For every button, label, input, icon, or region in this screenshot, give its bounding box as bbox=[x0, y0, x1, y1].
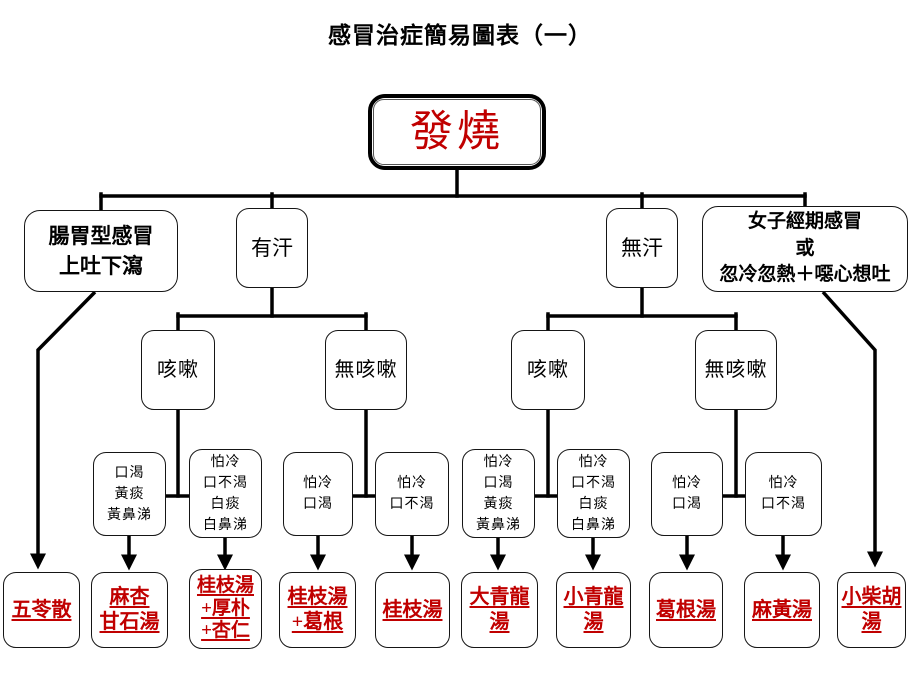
treatment-gui-zhi-tang-ge-gen: 桂枝湯 +葛根 bbox=[279, 572, 356, 648]
connector-lines bbox=[99, 168, 807, 498]
symptom-box-3: 怕冷 口渴 bbox=[283, 452, 353, 536]
symptom-box-2: 怕冷 口不渴 白痰 白鼻涕 bbox=[189, 449, 262, 538]
treatment-ge-gen-tang: 葛根湯 bbox=[649, 572, 723, 648]
node-gi-cold: 腸胃型感冒 上吐下瀉 bbox=[24, 210, 178, 292]
node-fever: 發燒 bbox=[368, 94, 546, 170]
symptom-box-8: 怕冷 口不渴 bbox=[745, 452, 822, 536]
connector-arrows bbox=[29, 290, 884, 571]
treatment-xiao-chai-hu-tang: 小柴胡 湯 bbox=[837, 572, 906, 648]
page-title: 感冒治症簡易圖表（一） bbox=[328, 23, 592, 48]
treatment-ma-xing-gan-shi-tang: 麻杏 甘石湯 bbox=[91, 572, 168, 648]
node-cough-sweat: 咳嗽 bbox=[141, 330, 215, 410]
treatment-da-qing-long-tang: 大青龍 湯 bbox=[461, 572, 538, 648]
symptom-box-1: 口渴 黃痰 黃鼻涕 bbox=[93, 452, 166, 536]
node-no-sweat: 無汗 bbox=[606, 208, 678, 288]
node-no-cough-nosweat: 無咳嗽 bbox=[695, 330, 777, 410]
treatment-xiao-qing-long-tang: 小青龍 湯 bbox=[556, 572, 631, 648]
treatment-wu-ling-san: 五苓散 bbox=[3, 572, 80, 648]
treatment-gui-zhi-tang-hou-po-xing-ren: 桂枝湯 +厚朴 +杏仁 bbox=[189, 569, 262, 649]
node-cough-nosweat: 咳嗽 bbox=[511, 330, 585, 410]
symptom-box-7: 怕冷 口渴 bbox=[651, 452, 723, 536]
symptom-box-6: 怕冷 口不渴 白痰 白鼻涕 bbox=[557, 449, 630, 538]
symptom-box-4: 怕冷 口不渴 bbox=[375, 452, 449, 536]
treatment-gui-zhi-tang: 桂枝湯 bbox=[375, 572, 450, 648]
node-no-cough-sweat: 無咳嗽 bbox=[325, 330, 407, 410]
node-menstrual-cold: 女子經期感冒 或 忽冷忽熱＋噁心想吐 bbox=[702, 206, 908, 292]
node-has-sweat: 有汗 bbox=[236, 208, 308, 288]
symptom-box-5: 怕冷 口渴 黃痰 黃鼻涕 bbox=[462, 449, 535, 538]
treatment-ma-huang-tang: 麻黃湯 bbox=[744, 572, 820, 648]
